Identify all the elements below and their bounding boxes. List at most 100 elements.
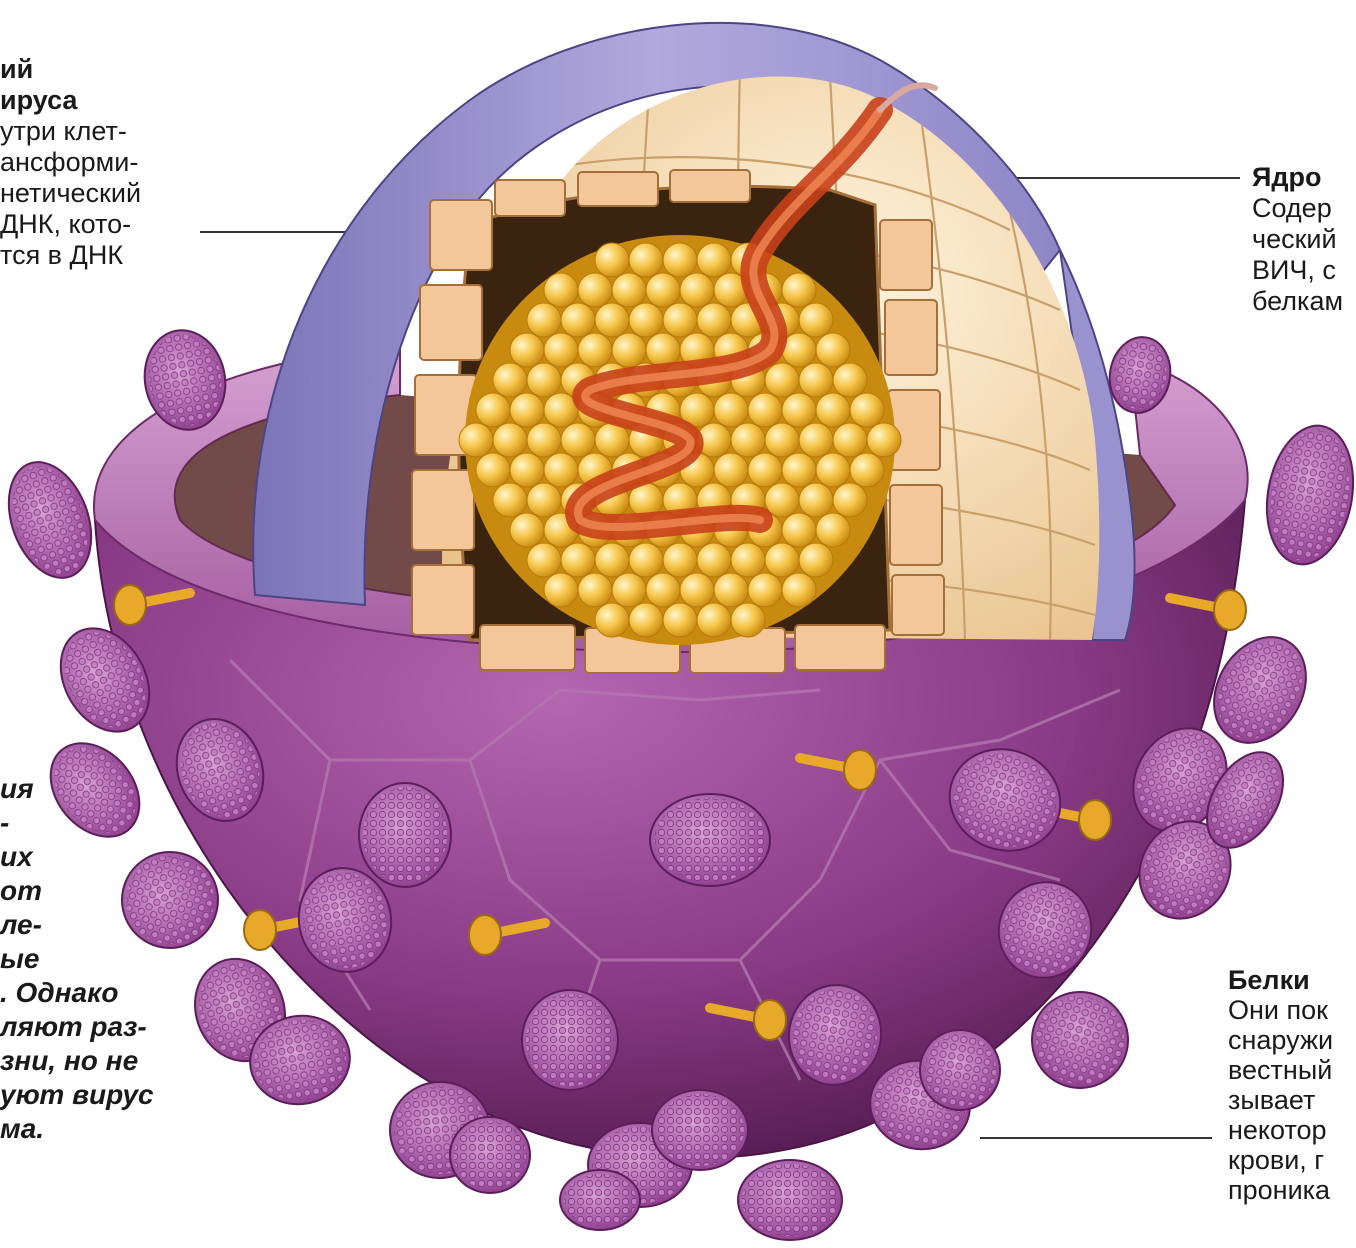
core-bead (510, 453, 544, 487)
core-bead (799, 423, 833, 457)
core-bead (595, 243, 629, 277)
core-bead (544, 453, 578, 487)
label-line: проника (1228, 1175, 1356, 1205)
core-bead (799, 483, 833, 517)
label-line: зни, но не (0, 1044, 200, 1078)
label-genome-description: ийирусаутри клет-ансформи-нетическийДНК,… (0, 54, 200, 324)
core-bead (765, 423, 799, 457)
core-bead (799, 363, 833, 397)
core-bead (782, 273, 816, 307)
core-bead (663, 603, 697, 637)
label-surface-proteins-description: БелкиОни покснаруживестныйзываетнекоторк… (1228, 965, 1356, 1248)
label-line: ые (0, 942, 200, 976)
core-bead (816, 333, 850, 367)
core-bead (714, 393, 748, 427)
core-bead (731, 543, 765, 577)
core-bead (561, 423, 595, 457)
core-bead (629, 603, 663, 637)
core-bead (561, 543, 595, 577)
label-line: ия (0, 772, 200, 806)
core-bead (629, 303, 663, 337)
core-bead (714, 573, 748, 607)
core-bead (476, 393, 510, 427)
core-bead (833, 423, 867, 457)
core-bead (697, 603, 731, 637)
core-bead (697, 543, 731, 577)
core-bead (578, 273, 612, 307)
label-line: ВИЧ, с (1252, 255, 1356, 286)
core-bead (833, 363, 867, 397)
core-bead (731, 423, 765, 457)
core-bead (799, 543, 833, 577)
core-bead (748, 573, 782, 607)
glycoprotein-spike (560, 1170, 640, 1230)
core-bead (714, 453, 748, 487)
core-bead (697, 303, 731, 337)
core-bead (765, 543, 799, 577)
label-line: ДНК, кото- (0, 209, 200, 240)
label-line: ируса (0, 85, 200, 116)
core-bead (748, 453, 782, 487)
label-line: ий (0, 54, 200, 85)
label-line: нетический (0, 178, 200, 209)
glycoprotein-spike (738, 1160, 842, 1240)
glycoprotein-spike (652, 1090, 748, 1170)
core-bead (646, 573, 680, 607)
label-line: ма. (0, 1112, 200, 1146)
core-bead (510, 333, 544, 367)
core-bead (782, 573, 816, 607)
label-line: крови, г (1228, 1145, 1356, 1175)
core-bead (527, 423, 561, 457)
core-bead (561, 303, 595, 337)
label-line: уют вирус (0, 1078, 200, 1112)
label-line: ляют раз- (0, 1010, 200, 1044)
label-line: белкам (1252, 286, 1356, 317)
core-bead (748, 393, 782, 427)
core-bead (595, 603, 629, 637)
core-bead (867, 423, 901, 457)
core-bead (544, 333, 578, 367)
label-line: вестный (1228, 1055, 1356, 1085)
core-bead (578, 333, 612, 367)
label-line: - (0, 806, 200, 840)
label-line: их (0, 840, 200, 874)
core-bead (731, 603, 765, 637)
core-bead (544, 573, 578, 607)
label-line: некотор (1228, 1115, 1356, 1145)
core-bead (816, 513, 850, 547)
label-line: . Однако (0, 976, 200, 1010)
core-bead (663, 243, 697, 277)
core-bead (493, 483, 527, 517)
core-bead (646, 333, 680, 367)
glycoprotein-spike (359, 783, 451, 887)
label-line: ансформи- (0, 147, 200, 178)
core-bead (612, 333, 646, 367)
core-bead (782, 513, 816, 547)
core-bead (697, 243, 731, 277)
glycoprotein-spike (1256, 419, 1356, 571)
core-bead (680, 573, 714, 607)
core-bead (612, 573, 646, 607)
label-line: ческий (1252, 224, 1356, 255)
core-bead (510, 393, 544, 427)
label-antibody-description: ия-ихотле-ые. Однаколяют раз-зни, но неу… (0, 772, 200, 1232)
core-bead (765, 363, 799, 397)
core-bead (527, 363, 561, 397)
core-bead (510, 513, 544, 547)
core-bead (493, 363, 527, 397)
core-bead (527, 303, 561, 337)
label-line: Они пок (1228, 995, 1356, 1025)
glycoprotein-spike (650, 794, 770, 886)
core-bead (527, 543, 561, 577)
core-bead (595, 543, 629, 577)
core-bead (629, 543, 663, 577)
label-line: ле- (0, 908, 200, 942)
core-bead (833, 483, 867, 517)
core-bead (799, 303, 833, 337)
label-line: от (0, 874, 200, 908)
core-bead (816, 393, 850, 427)
core-bead (578, 573, 612, 607)
label-line: зывает (1228, 1085, 1356, 1115)
glycoprotein-spike (0, 451, 106, 590)
core-bead (629, 243, 663, 277)
